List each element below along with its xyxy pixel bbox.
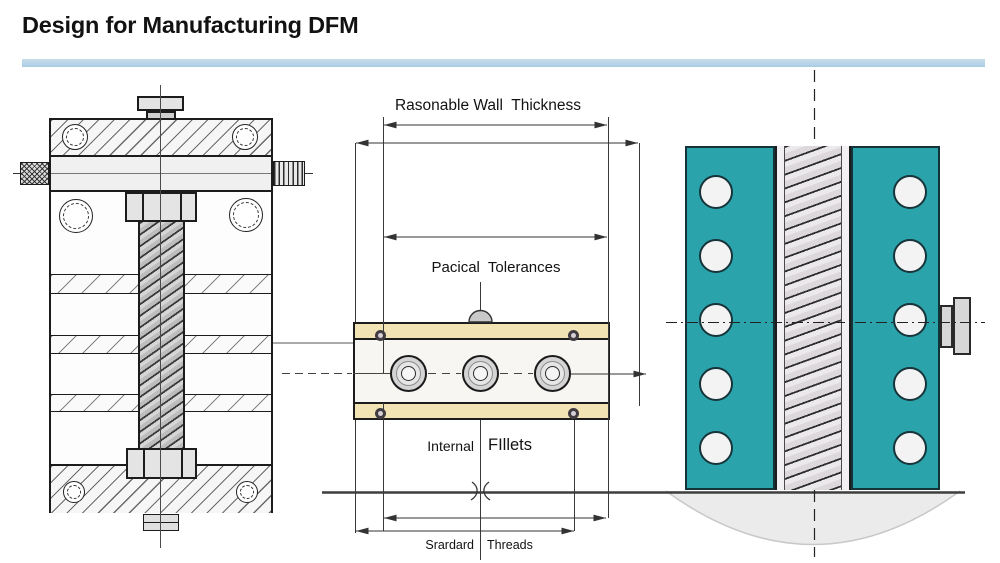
- cap-screw: [568, 330, 579, 341]
- top-knob-neck: [146, 111, 176, 120]
- annotation-standard: Srardard: [425, 538, 474, 552]
- bolt-hole: [462, 355, 499, 392]
- cap-screw: [375, 408, 386, 419]
- rod-wall-left: [775, 146, 785, 490]
- rod-wall-right: [841, 146, 851, 490]
- serrated-hole: [232, 124, 258, 150]
- hex-nut-bottom: [126, 448, 197, 479]
- knurled-thumb-screw: [20, 162, 49, 185]
- clearance-hole: [699, 239, 733, 273]
- bottom-stub-line: [144, 522, 178, 523]
- tolerance-dome: [468, 309, 493, 323]
- clearance-hole: [893, 367, 927, 401]
- clearance-hole: [893, 303, 927, 337]
- side-knob-neck: [940, 305, 953, 348]
- vise-centerline: [160, 85, 161, 548]
- clearance-hole: [699, 367, 733, 401]
- serrated-hole: [229, 198, 263, 232]
- break-mark-icon: [470, 481, 491, 501]
- serrated-hole: [63, 481, 85, 503]
- serrated-hole: [59, 199, 93, 233]
- clearance-hole: [893, 239, 927, 273]
- annotation-tolerances: Pacical Tolerances: [431, 259, 561, 276]
- center-threaded-rod: [785, 146, 841, 490]
- clearance-hole: [699, 175, 733, 209]
- serrated-hole: [236, 481, 258, 503]
- hex-nut-top: [125, 192, 197, 222]
- slide-band: [51, 157, 271, 192]
- lead-screw: [138, 222, 185, 448]
- ground-shadow-arc: [666, 491, 960, 545]
- annotation-wall-thickness: Rasonable Wall Thickness: [394, 97, 582, 114]
- cap-screw: [375, 330, 386, 341]
- cap-screw: [568, 408, 579, 419]
- page-title: Design for Manufacturing DFM: [22, 12, 359, 38]
- side-knob-cap: [953, 297, 971, 355]
- annotation-threads: Threads: [487, 538, 533, 552]
- top-tan-strip: [355, 324, 608, 340]
- serrated-hole: [62, 124, 88, 150]
- bolt-hole: [390, 355, 427, 392]
- annotation-fillets: FIllets: [488, 436, 533, 454]
- clearance-hole: [699, 431, 733, 465]
- clearance-hole: [893, 431, 927, 465]
- threaded-stud: [273, 161, 305, 186]
- bottom-tan-strip: [355, 402, 608, 418]
- annotation-internal: Internal: [427, 438, 474, 454]
- clearance-hole: [699, 303, 733, 337]
- accent-bar: [22, 59, 985, 67]
- vise-body: [49, 118, 273, 513]
- slide-band-centerline: [51, 173, 271, 174]
- bolt-hole: [534, 355, 571, 392]
- clearance-hole: [893, 175, 927, 209]
